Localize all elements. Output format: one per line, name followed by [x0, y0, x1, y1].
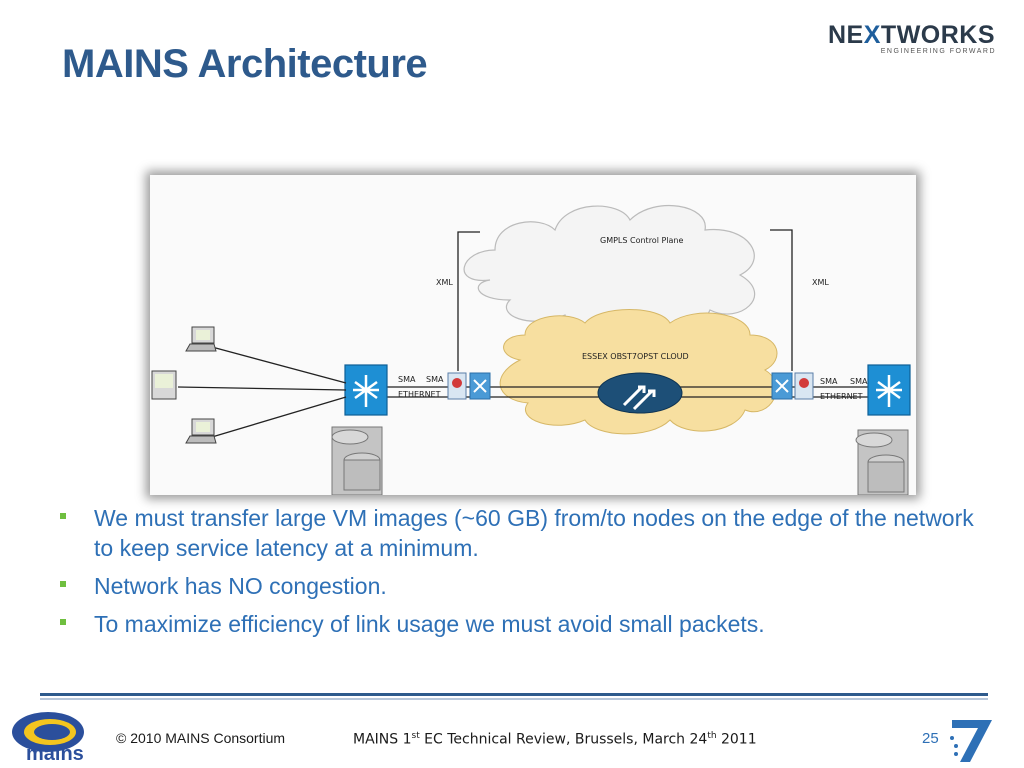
- bullet-marker-icon: [60, 581, 66, 587]
- laptop-link-2: [177, 386, 347, 391]
- sma-label-right-2: SMA: [850, 377, 868, 386]
- page-number: 25: [922, 730, 939, 747]
- nextworks-brand: NEXTWORKS: [828, 22, 996, 48]
- router-arrow-1: [622, 385, 646, 407]
- mains-logo-core: [34, 724, 70, 740]
- bullet-list: We must transfer large VM images (~60 GB…: [58, 503, 978, 647]
- bullet-text: Network has NO congestion.: [94, 573, 387, 599]
- essex-cloud-label: ESSEX OBST7OPST CLOUD: [582, 352, 689, 361]
- optical-node-right-1-icon: [775, 379, 789, 393]
- laptop-icon-3: [185, 418, 217, 444]
- mains-logo: mains: [12, 712, 84, 764]
- mains-logo-text: mains: [26, 743, 84, 764]
- bullet-marker-icon: [60, 619, 66, 625]
- fp7-dot-1: [954, 744, 958, 748]
- review-sup-1: st: [411, 731, 420, 741]
- server-stack-left: [331, 426, 383, 495]
- review-mid: EC Technical Review, Brussels, March 24: [419, 731, 708, 748]
- fp7-seven-shape: [952, 720, 992, 762]
- switch-left-icon: [353, 375, 379, 407]
- central-router: [597, 372, 683, 414]
- architecture-diagram-svg: GMPLS Control Plane XML XML ESSEX OBST7O…: [151, 205, 911, 495]
- router-arrow-2: [632, 389, 656, 411]
- brand-part-right: TWORKS: [880, 21, 996, 49]
- bullet-item: Network has NO congestion.: [58, 571, 978, 601]
- optical-node-right-2-led: [799, 378, 809, 388]
- gmpls-label: GMPLS Control Plane: [600, 236, 683, 245]
- nextworks-logo: NEXTWORKS ENGINEERING FORWARD: [828, 22, 996, 58]
- optical-node-left-1-led: [452, 378, 462, 388]
- xml-label-left: XML: [436, 278, 453, 287]
- sma-label-left-2: SMA: [426, 375, 444, 384]
- laptop-link-3: [211, 396, 347, 438]
- bullet-item: To maximize efficiency of link usage we …: [58, 609, 978, 639]
- laptop-link-1: [211, 346, 347, 384]
- ethernet-label-right: ETHERNET: [820, 392, 863, 401]
- optical-node-left-2-icon: [473, 379, 487, 393]
- xml-label-right: XML: [812, 278, 829, 287]
- bullet-item: We must transfer large VM images (~60 GB…: [58, 503, 978, 563]
- nextworks-tagline: ENGINEERING FORWARD: [880, 48, 996, 55]
- laptop-icon-2: [151, 370, 177, 400]
- sma-label-right-1: SMA: [820, 377, 838, 386]
- fp7-logo-icon: [950, 720, 992, 762]
- review-prefix: MAINS 1: [353, 731, 412, 748]
- architecture-diagram: GMPLS Control Plane XML XML ESSEX OBST7O…: [150, 175, 916, 495]
- footer-divider: [40, 693, 988, 696]
- review-text: MAINS 1st EC Technical Review, Brussels,…: [353, 731, 757, 748]
- server-stack-right: [855, 429, 909, 495]
- review-sup-2: th: [707, 731, 717, 741]
- sma-label-left-1: SMA: [398, 375, 416, 384]
- brand-part-x: X: [863, 21, 881, 49]
- slide-title: MAINS Architecture: [62, 42, 428, 86]
- xml-link-right: [770, 229, 793, 371]
- xml-link-left: [457, 231, 480, 371]
- essex-cloud: [499, 309, 778, 435]
- bullet-marker-icon: [60, 513, 66, 519]
- review-suffix: 2011: [716, 731, 757, 748]
- footer-divider-light: [40, 698, 988, 700]
- copyright-text: © 2010 MAINS Consortium: [116, 730, 286, 746]
- switch-right-icon: [876, 375, 902, 407]
- ethernet-label-left: ETHERNET: [398, 390, 441, 399]
- brand-part-left: NE: [828, 21, 864, 49]
- fp7-dot-3: [954, 752, 958, 756]
- bullet-text: To maximize efficiency of link usage we …: [94, 611, 765, 637]
- fp7-dot-2: [950, 736, 954, 740]
- bullet-text: We must transfer large VM images (~60 GB…: [94, 505, 974, 561]
- laptop-icon-1: [185, 326, 217, 352]
